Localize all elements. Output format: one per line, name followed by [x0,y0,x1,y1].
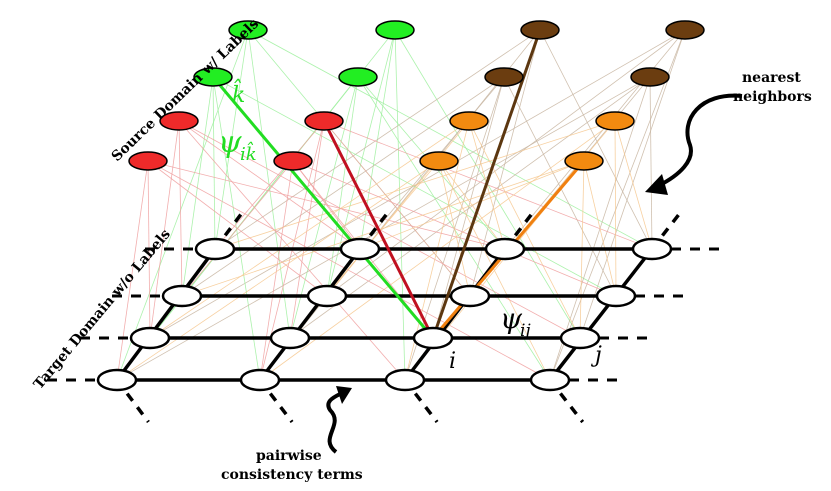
target-node [161,284,203,308]
target-node [631,237,673,261]
faint-link [116,29,249,381]
pairwise-arrow [326,392,341,454]
faint-link [539,29,653,250]
target-node [269,326,311,350]
faint-link [212,76,261,381]
source-node-red [128,151,168,171]
target-node [384,368,426,392]
faint-link [181,76,214,297]
source-node-brown [520,20,560,40]
target-node [595,284,637,308]
psi-ik-subscript: ik̂ [240,140,257,165]
target-node [484,237,526,261]
link-green [211,76,435,339]
link-red [322,120,435,339]
faint-link [614,120,617,297]
faint-link [289,120,325,339]
source-node-green [193,67,233,87]
faint-link [149,120,470,339]
faint-link [181,76,505,297]
target-node [339,237,381,261]
source-node-orange [449,111,489,131]
pairwise-label-line2: consistency terms [221,467,363,483]
faint-link [212,76,617,297]
source-node-red [304,111,344,131]
faint-link [181,160,585,297]
faint-link [178,120,183,297]
faint-link [469,29,541,297]
psi-ij-label: ψ ij [500,302,531,341]
faint-link [247,29,291,339]
target-node [306,284,348,308]
faint-link [147,160,551,381]
source-node-brown [665,20,705,40]
faint-link [323,120,471,297]
faint-link [214,120,616,250]
faint-link [247,29,653,250]
source-nodes [128,20,705,171]
faint-link [259,160,294,381]
source-node-orange [419,151,459,171]
faint-link [323,120,653,250]
k-hat-label: k̂ [232,79,245,108]
faint-link [326,29,686,297]
target-node [129,326,171,350]
faint-link [214,29,541,250]
target-node [449,284,491,308]
faint-link [583,160,617,297]
link-brown [431,29,542,339]
highlighted-links [211,29,586,339]
pairwise-arrowhead [336,386,352,404]
faint-link [549,29,686,381]
faint-link [181,160,294,297]
target-node [529,368,571,392]
grid-column-edge [115,247,217,382]
target-node [96,368,138,392]
source-node-red [273,151,313,171]
source-node-red [159,111,199,131]
target-grid-nodes [96,237,673,392]
source-node-green [228,20,268,40]
faint-link [214,29,249,250]
faint-link [116,160,440,381]
source-node-brown [630,67,670,87]
source-node-orange [564,151,604,171]
faint-link [504,29,686,250]
pairwise-label-line1: pairwise [256,448,322,464]
psi-ij-subscript: ij [520,321,531,341]
faint-link [116,160,149,381]
faint-link [359,160,585,250]
grid-column-edge [548,247,654,382]
faint-link [649,76,653,250]
faint-link [214,120,325,250]
target-node [194,237,236,261]
grid-column-edge [258,247,362,382]
source-node-green [338,67,378,87]
nearest-neighbors-label-line1: nearest [742,70,801,86]
nearest-neighbors-arrow [657,93,743,188]
source-node-orange [595,111,635,131]
faint-link [212,76,216,250]
target-node [559,326,601,350]
psi-ik-symbol: ψ [218,125,242,160]
target-domain-label: Target Domain w/o Labels [31,226,174,392]
faint-link [326,29,396,297]
nearest-neighbors-arrowhead [645,174,668,195]
source-node-brown [484,67,524,87]
faint-link [149,120,180,339]
target-node [239,368,281,392]
nearest-neighbors-label-line2: neighbors [733,89,812,105]
source-node-green [375,20,415,40]
faint-link [326,120,470,297]
psi-ij-symbol: ψ [500,302,523,335]
target-node [412,326,454,350]
faint-link [614,120,653,250]
node-i-label: i [449,349,456,374]
psi-ik-label: ψ ik̂ [218,125,257,165]
faint-link [438,160,471,297]
